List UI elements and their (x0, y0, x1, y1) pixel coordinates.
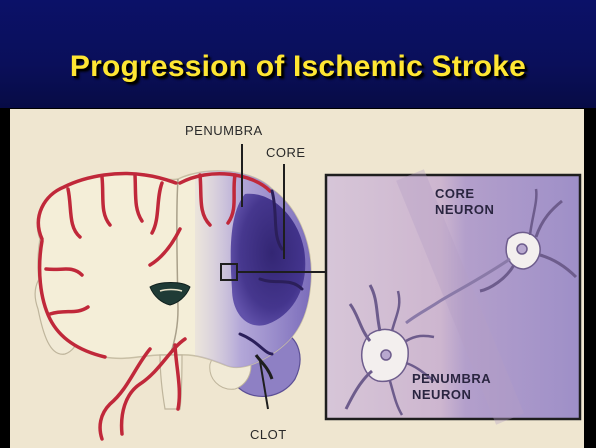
label-core-neuron-line1: CORE (435, 186, 494, 202)
title-bar: Progression of Ischemic Stroke (0, 0, 596, 108)
label-penumbra-neuron: PENUMBRA NEURON (412, 371, 491, 403)
label-core: CORE (266, 145, 306, 160)
brain-coronal-section (35, 149, 325, 439)
slide-title: Progression of Ischemic Stroke (0, 50, 596, 84)
label-core-neuron-line2: NEURON (435, 202, 494, 218)
label-clot: CLOT (250, 427, 287, 442)
label-core-neuron: CORE NEURON (435, 186, 494, 218)
label-penumbra-neuron-line2: NEURON (412, 387, 491, 403)
stroke-illustration: PENUMBRA CORE CLOT CORE NEURON PENUMBRA … (10, 109, 584, 448)
label-penumbra: PENUMBRA (185, 123, 263, 138)
label-penumbra-neuron-line1: PENUMBRA (412, 371, 491, 387)
